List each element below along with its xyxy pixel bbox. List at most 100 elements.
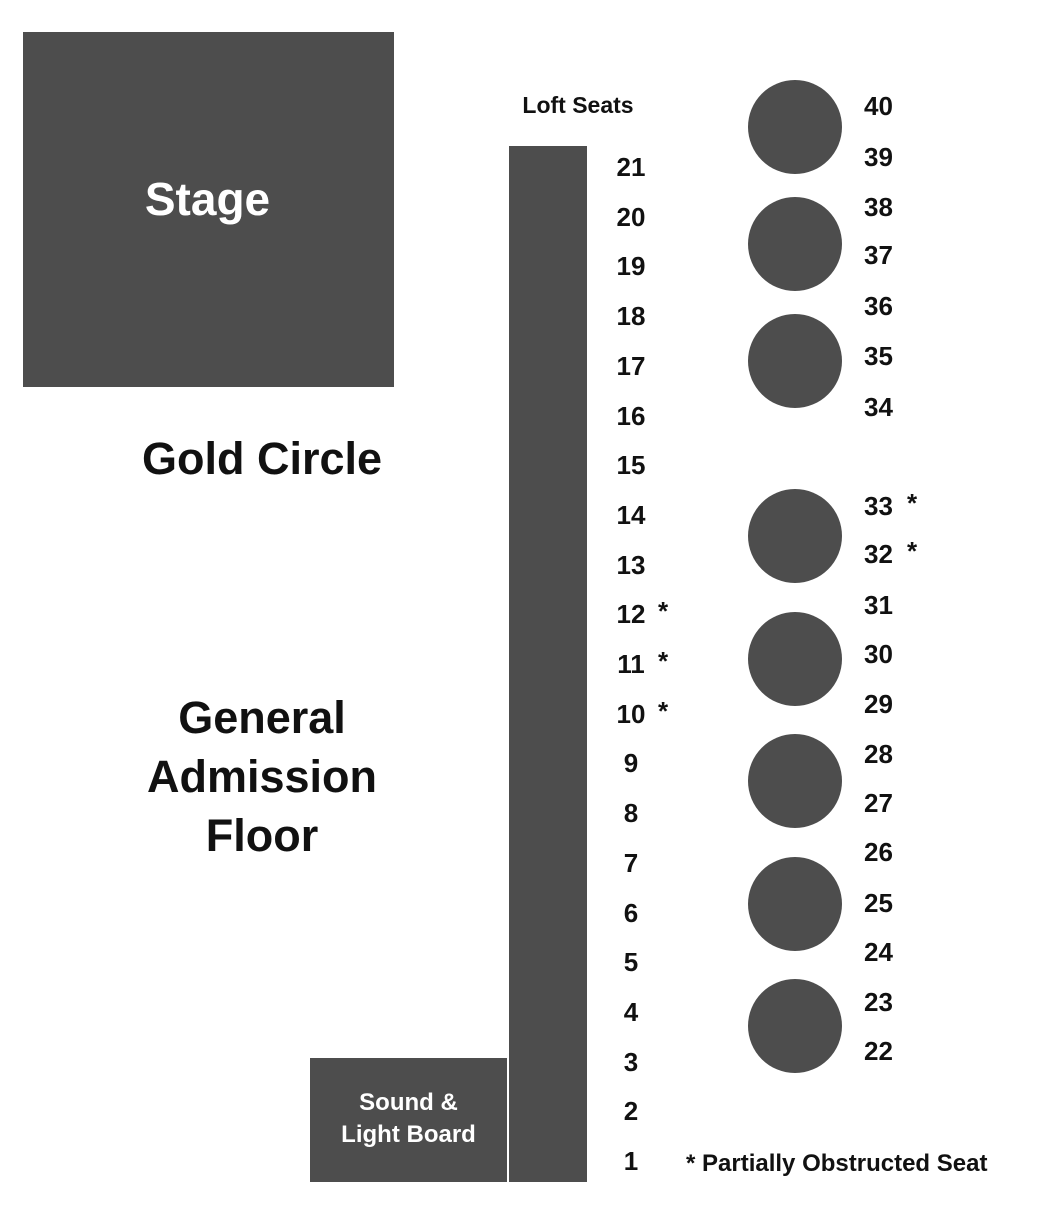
seat-19[interactable]: 19 (614, 251, 648, 281)
stage-block: Stage (23, 32, 394, 387)
ga-line-2: Admission (146, 751, 378, 802)
seat-5[interactable]: 5 (614, 947, 648, 977)
seat-24[interactable]: 24 (864, 937, 893, 967)
seat-number: 25 (864, 888, 893, 918)
seat-33[interactable]: 33 (864, 491, 893, 521)
round-table-7[interactable] (748, 857, 842, 951)
seat-number: 29 (864, 689, 893, 719)
seat-6[interactable]: 6 (614, 898, 648, 928)
seat-22[interactable]: 22 (864, 1036, 893, 1066)
seat-4[interactable]: 4 (614, 997, 648, 1027)
seat-15[interactable]: 15 (614, 450, 648, 480)
seat-13[interactable]: 13 (614, 550, 648, 580)
obstructed-marker: * (658, 695, 669, 726)
seat-number: 36 (864, 291, 893, 321)
seat-number: 23 (864, 987, 893, 1017)
seat-34[interactable]: 34 (864, 392, 893, 422)
sound-light-board: Sound & Light Board (310, 1058, 507, 1182)
seat-number: 12 (616, 599, 646, 630)
seat-number: 11 (617, 649, 645, 679)
seat-28[interactable]: 28 (864, 739, 893, 769)
round-table-2[interactable] (748, 197, 842, 291)
seat-31[interactable]: 31 (864, 590, 893, 620)
seat-38[interactable]: 38 (864, 192, 893, 222)
seat-12[interactable]: 12 (614, 599, 648, 629)
seat-number: 17 (616, 350, 646, 381)
seat-3[interactable]: 3 (614, 1047, 648, 1077)
obstructed-marker: * (658, 596, 669, 627)
obstructed-marker: * (907, 488, 918, 518)
seat-17[interactable]: 17 (614, 351, 648, 381)
seat-number: 32 (864, 539, 893, 569)
seat-36[interactable]: 36 (864, 291, 893, 321)
seat-number: 3 (623, 1046, 639, 1077)
seat-number: 34 (864, 392, 893, 422)
seat-40[interactable]: 40 (864, 91, 893, 121)
seat-number: 14 (616, 499, 646, 530)
sound-board-line-1: Sound & (359, 1089, 458, 1116)
seat-number: 21 (616, 152, 646, 182)
seat-8[interactable]: 8 (614, 798, 648, 828)
seat-number: 19 (616, 251, 646, 282)
seat-30[interactable]: 30 (864, 639, 893, 669)
seat-number: 27 (864, 788, 893, 818)
seat-number: 24 (864, 937, 893, 967)
seat-7[interactable]: 7 (614, 848, 648, 878)
seat-number: 5 (623, 947, 639, 978)
seat-number: 35 (864, 341, 893, 371)
sound-light-board-label: Sound & Light Board (341, 1087, 476, 1151)
seat-25[interactable]: 25 (864, 888, 893, 918)
seat-number: 4 (623, 996, 639, 1027)
seat-number: 10 (616, 698, 646, 729)
round-table-8[interactable] (748, 979, 842, 1073)
round-table-6[interactable] (748, 734, 842, 828)
seat-number: 6 (623, 897, 639, 928)
ga-line-1: General (178, 692, 346, 743)
seat-29[interactable]: 29 (864, 689, 893, 719)
seat-11[interactable]: 11 (614, 649, 648, 679)
seat-number: 33 (864, 491, 893, 521)
seat-14[interactable]: 14 (614, 500, 648, 530)
seat-number: 16 (616, 400, 646, 431)
seat-number: 40 (864, 91, 893, 121)
seat-number: 7 (623, 847, 639, 878)
sound-board-line-2: Light Board (341, 1121, 476, 1148)
seat-number: 38 (864, 192, 893, 222)
seat-18[interactable]: 18 (614, 301, 648, 331)
seat-26[interactable]: 26 (864, 837, 893, 867)
seat-37[interactable]: 37 (864, 240, 893, 270)
seat-32[interactable]: 32 (864, 539, 893, 569)
seat-16[interactable]: 16 (614, 401, 648, 431)
round-table-3[interactable] (748, 314, 842, 408)
round-table-1[interactable] (748, 80, 842, 174)
seat-number: 28 (864, 739, 893, 769)
seat-20[interactable]: 20 (614, 202, 648, 232)
seat-27[interactable]: 27 (864, 788, 893, 818)
seat-10[interactable]: 10 (614, 699, 648, 729)
seat-number: 30 (864, 639, 893, 669)
ga-line-3: Floor (205, 810, 319, 861)
seat-number: 26 (864, 837, 893, 867)
seat-2[interactable]: 2 (614, 1096, 648, 1126)
seat-21[interactable]: 21 (614, 152, 648, 182)
seat-39[interactable]: 39 (864, 142, 893, 172)
seat-number: 8 (623, 798, 639, 829)
seat-number: 15 (616, 450, 646, 481)
seat-1[interactable]: 1 (614, 1146, 648, 1176)
round-table-5[interactable] (748, 612, 842, 706)
seat-9[interactable]: 9 (614, 748, 648, 778)
stage-label: Stage (144, 172, 271, 225)
seat-number: 2 (623, 1096, 639, 1127)
seat-number: 1 (623, 1146, 639, 1176)
seat-number: 20 (616, 201, 646, 232)
seat-35[interactable]: 35 (864, 341, 893, 371)
seat-23[interactable]: 23 (864, 987, 893, 1017)
gold-circle-label: Gold Circle (141, 433, 383, 484)
obstructed-marker: * (907, 536, 918, 566)
seat-number: 22 (864, 1036, 893, 1066)
partially-obstructed-legend: * Partially Obstructed Seat (686, 1150, 988, 1177)
seat-number: 39 (864, 142, 893, 172)
loft-seating-bar (509, 146, 587, 1182)
seat-number: 31 (864, 590, 893, 620)
round-table-4[interactable] (748, 489, 842, 583)
